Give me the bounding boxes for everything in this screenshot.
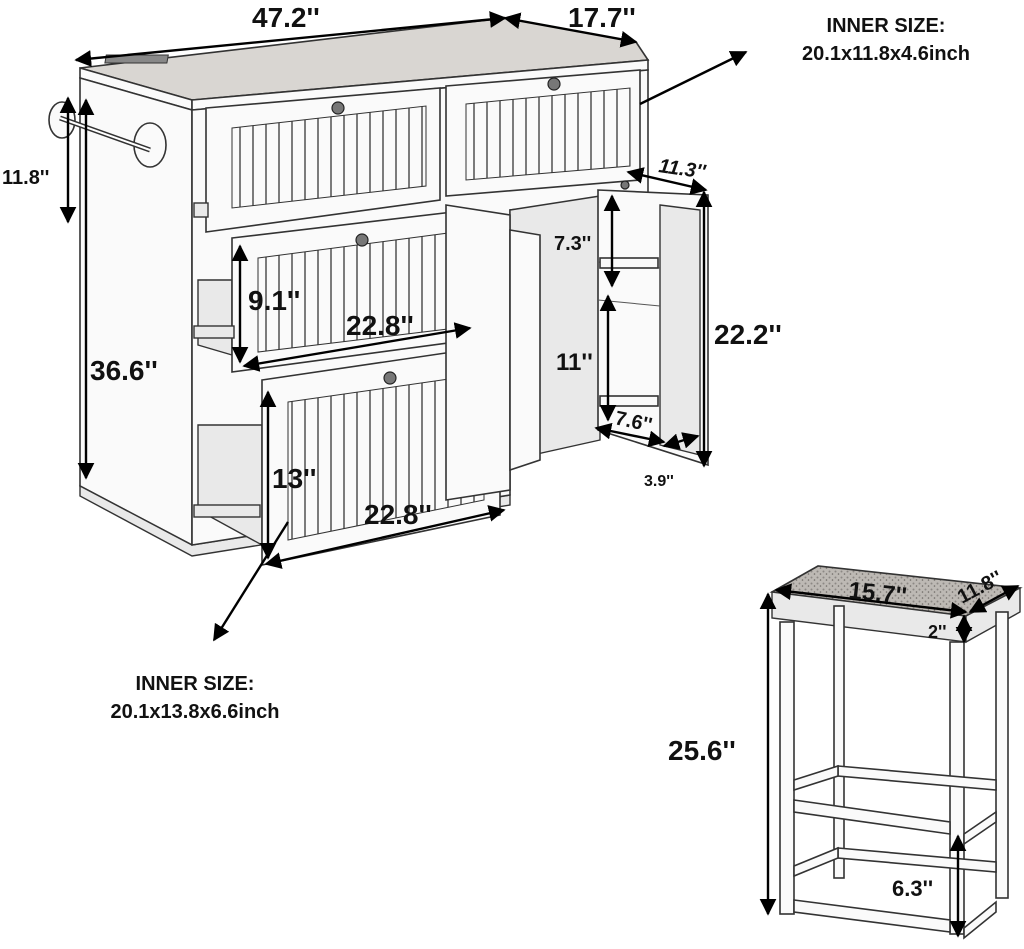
shelf-depth-label: 3.9'' xyxy=(644,473,674,490)
bottom-drawer-width-arrow xyxy=(264,505,506,569)
door-shelf-upper xyxy=(599,257,659,269)
seat-depth-arrow xyxy=(968,584,1020,614)
bottom-drawer-width-label: 22.8'' xyxy=(364,499,432,530)
door-width-arrow xyxy=(626,167,708,195)
door-height-label: 22.2'' xyxy=(714,319,782,350)
shelf-depth-arrow xyxy=(662,432,700,450)
bottom-drawer-note-heading: INNER SIZE: xyxy=(136,673,255,695)
stool-dimension-lines xyxy=(759,583,1020,938)
drawer-knob xyxy=(331,101,345,115)
drawer-knob xyxy=(547,77,561,91)
mid-drawer-width-label: 22.8'' xyxy=(346,310,414,341)
seat-thickness-label: 2'' xyxy=(928,622,947,642)
bottom-drawer-height-label: 13'' xyxy=(272,463,316,494)
mid-drawer-width-arrow xyxy=(242,322,472,372)
bottom-drawer-callout-arrow xyxy=(212,521,290,642)
bottom-drawer-note-size: 20.1x13.8x6.6inch xyxy=(110,701,279,723)
top-drawer-right xyxy=(445,69,641,197)
depth-label: 17.7'' xyxy=(568,2,636,33)
seat-width-arrow xyxy=(774,583,968,619)
stool-height-label: 25.6'' xyxy=(668,735,736,766)
mid-drawer-height-label: 9.1'' xyxy=(248,285,300,316)
island-dimension-lines xyxy=(59,11,748,642)
footrest-height-label: 6.3'' xyxy=(892,876,933,901)
depth-arrow xyxy=(503,12,638,48)
drawer-divider-door xyxy=(445,204,511,501)
drawer-knob xyxy=(383,371,397,385)
upper-shelf-label: 7.3'' xyxy=(554,233,591,255)
width-arrow xyxy=(74,11,507,67)
top-drawer-callout-arrow xyxy=(639,50,748,106)
drawer-knob xyxy=(355,233,369,247)
width-label: 47.2'' xyxy=(252,2,320,33)
top-drawer-note-heading: INNER SIZE: xyxy=(827,15,946,37)
lower-shelf-label: 11'' xyxy=(556,349,593,376)
island-dimension-labels: 47.2'' 17.7'' 11.8'' 36.6'' 9.1'' 22.8''… xyxy=(2,2,970,723)
height-label: 36.6'' xyxy=(90,355,158,386)
kitchen-island-sketch xyxy=(48,17,709,566)
top-drawer-left xyxy=(205,87,441,233)
drawer-slide xyxy=(193,202,209,218)
rail-height-label: 11.8'' xyxy=(2,167,49,189)
top-drawer-note-size: 20.1x11.8x4.6inch xyxy=(802,43,970,65)
side-cabinet xyxy=(445,180,709,501)
shelf-width-arrow xyxy=(594,422,666,448)
seat-width-label: 15.7'' xyxy=(847,577,908,610)
